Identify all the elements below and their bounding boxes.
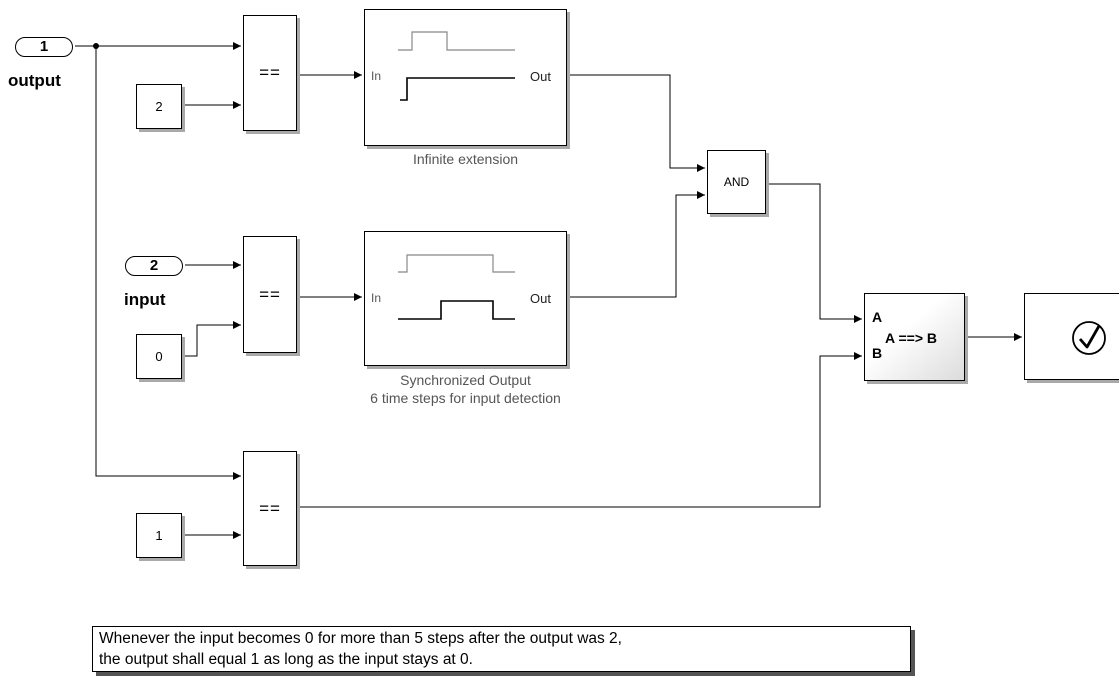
branch-point — [93, 43, 99, 49]
infinite-in-label: In — [371, 69, 382, 83]
sync-out-label: Out — [530, 291, 551, 306]
assertion-block[interactable] — [1024, 293, 1119, 380]
and-label: AND — [723, 175, 750, 189]
sync-caption-line2: 6 time steps for input detection — [370, 390, 561, 406]
annotation-line2: the output shall equal 1 as long as the … — [99, 651, 473, 668]
input-port-number: 2 — [149, 257, 159, 274]
operator-symbol: == — [259, 498, 281, 518]
operator-symbol: == — [259, 284, 281, 304]
and-logic-block[interactable]: AND — [707, 150, 766, 214]
constant-block-1[interactable]: 1 — [136, 513, 182, 558]
signal-and-to-implies-a — [766, 183, 862, 323]
implies-port-a-label: A — [872, 309, 883, 325]
input-port-label: input — [124, 290, 166, 309]
synchronized-output-block[interactable]: In Out — [364, 231, 567, 366]
infinite-extension-caption: Infinite extension — [412, 151, 519, 167]
implies-label: A ==> B — [885, 330, 938, 346]
constant-block-2[interactable]: 2 — [136, 84, 182, 129]
synchronized-output-waveform-icon — [398, 254, 515, 320]
output-port-label: output — [8, 71, 61, 90]
signal-output-to-eq3 — [95, 46, 241, 480]
input-port[interactable]: 2 — [125, 256, 183, 276]
sync-in-label: In — [371, 291, 382, 305]
infinite-extension-block[interactable]: In Out — [364, 9, 567, 146]
constant-value: 1 — [155, 528, 163, 543]
signal-eq3-to-implies-b — [297, 352, 862, 508]
signal-sync-to-and — [567, 191, 705, 298]
operator-symbol: == — [259, 63, 281, 82]
requirement-annotation: Whenever the input becomes 0 for more th… — [92, 626, 911, 672]
annotation-line1: Whenever the input becomes 0 for more th… — [99, 630, 622, 647]
constant-block-0[interactable]: 0 — [136, 334, 182, 379]
constant-value: 0 — [155, 349, 163, 364]
relational-operator-2[interactable]: == — [243, 236, 297, 353]
infinite-extension-waveform-icon — [398, 31, 515, 101]
relational-operator-3[interactable]: == — [243, 451, 297, 566]
implies-port-b-label: B — [872, 345, 883, 361]
check-circle-icon — [1072, 321, 1106, 355]
constant-value: 2 — [155, 99, 163, 114]
output-port[interactable]: 1 — [15, 37, 73, 57]
relational-operator-1[interactable]: == — [243, 15, 297, 131]
sync-caption-line1: Synchronized Output — [400, 372, 531, 388]
infinite-out-label: Out — [530, 69, 551, 84]
signal-const0-to-eq2 — [182, 321, 241, 357]
output-port-number: 1 — [39, 38, 49, 55]
implies-block[interactable]: A B A ==> B — [864, 293, 965, 381]
signal-infinite-to-and — [567, 74, 705, 172]
synchronized-output-caption: Synchronized Output 6 time steps for inp… — [300, 371, 631, 407]
